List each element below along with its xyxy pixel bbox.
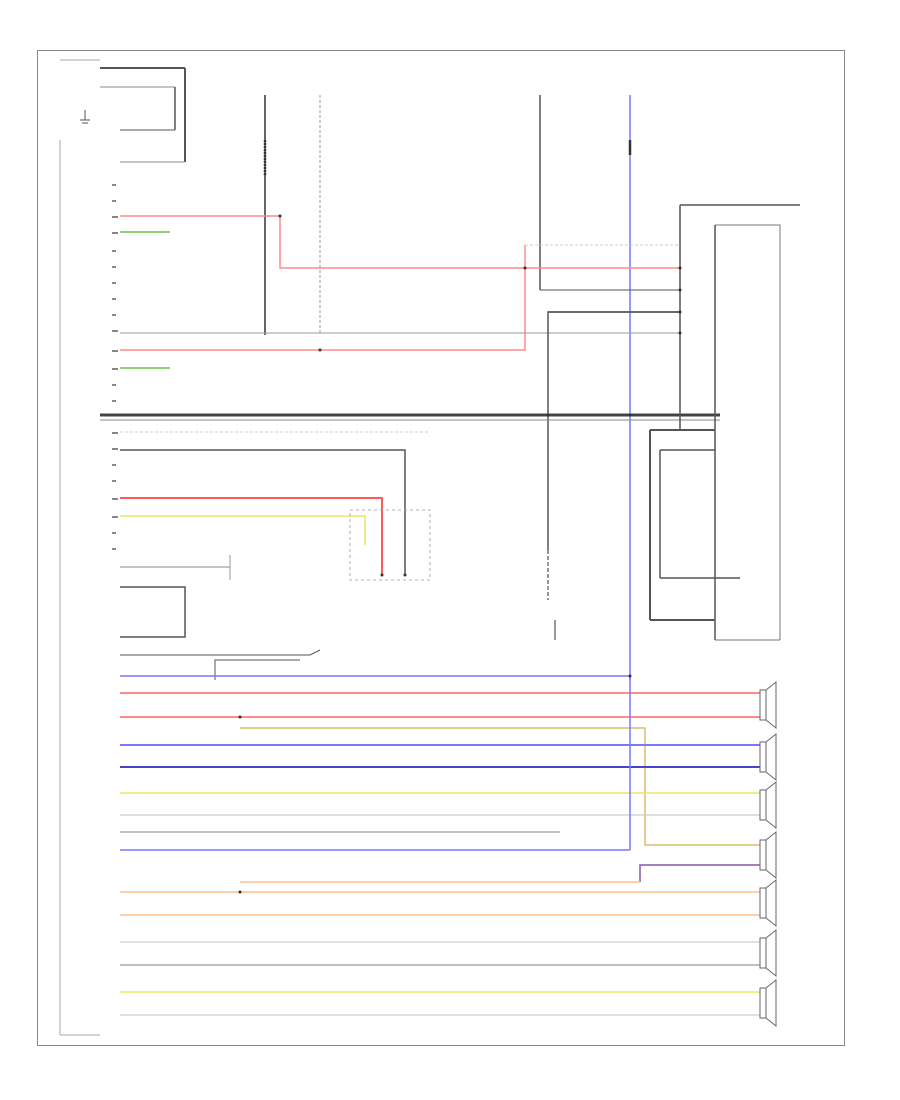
splice-dots (238, 214, 682, 894)
shield-bus (100, 413, 720, 421)
top-fuse-circuits (263, 95, 632, 680)
speaker-icon (759, 732, 777, 782)
upper-signal-wires (120, 215, 680, 550)
ground-icon (80, 110, 90, 124)
speaker-icon (759, 928, 777, 978)
speaker-icon (759, 780, 777, 830)
connector-pins-left (112, 184, 118, 550)
middle-wires (120, 431, 556, 680)
top-left-wiring (100, 67, 186, 163)
speaker-icons (759, 680, 777, 1028)
speaker-icon (759, 680, 777, 730)
speaker-icon (759, 978, 777, 1028)
radio-unit-box (649, 204, 800, 641)
module-outline (59, 59, 100, 1036)
diagram-frame (37, 50, 845, 1046)
speaker-icon (759, 830, 777, 880)
speaker-icon (759, 878, 777, 928)
speaker-wires (120, 675, 760, 1016)
